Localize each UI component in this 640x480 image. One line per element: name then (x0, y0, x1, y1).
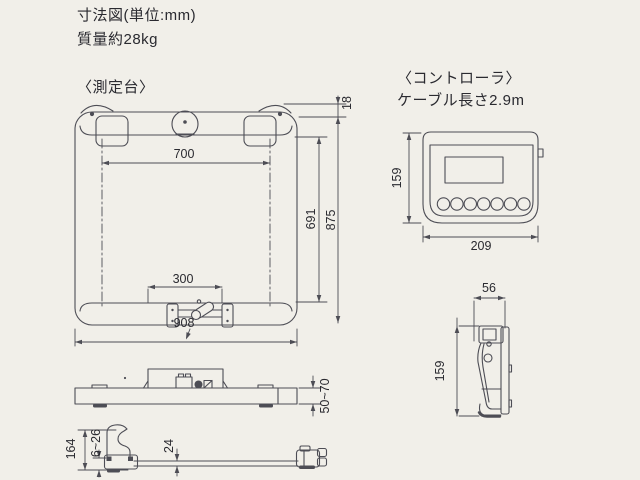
dim-ground-clearance: 6~26 (89, 428, 103, 458)
dim-pedal-unit-width: 300 (172, 272, 194, 286)
platform-front-view (74, 368, 322, 417)
platform-slab (74, 387, 298, 405)
center-pivot (171, 110, 199, 138)
mass-note: 質量約28kg (77, 31, 159, 48)
dim-inner-width: 700 (173, 147, 195, 161)
cable-connector (537, 148, 544, 158)
dim-rail-height: 18 (340, 96, 354, 110)
pedal-plate-left (166, 303, 179, 328)
controller-front-slope (477, 342, 502, 410)
rear-caster (295, 445, 328, 469)
dim-controller-side-height: 159 (433, 360, 447, 382)
dim-inner-depth: 691 (304, 208, 318, 230)
dim-controller-depth: 56 (482, 281, 496, 295)
platform-top-view (74, 104, 298, 328)
controller-front-view (402, 131, 544, 243)
platform-side-view (77, 424, 328, 478)
controller-side-view (454, 295, 513, 418)
controller-outline (422, 131, 539, 224)
controller-back-column (500, 326, 510, 415)
left-wheel-arc (80, 104, 114, 114)
platform-section-label: 〈測定台〉 (77, 79, 155, 96)
dim-controller-height: 159 (390, 167, 404, 189)
left-caster-bracket (95, 115, 129, 147)
drawing-title: 寸法図(単位:mm) (77, 7, 197, 24)
controller-buttons (436, 197, 531, 211)
pedal-plate-right (221, 303, 234, 328)
dim-platform-height: 50~70 (318, 378, 332, 414)
controller-section-label: 〈コントローラ〉 (397, 70, 522, 87)
dim-wheel-unit-height: 164 (64, 438, 78, 460)
wheel-handle (106, 424, 131, 458)
right-wheel-arc (258, 104, 292, 114)
platform-outline (74, 111, 298, 326)
dim-overall-width: 908 (173, 316, 195, 330)
controller-display (444, 156, 504, 184)
top-view-dimensions (74, 95, 347, 347)
right-caster-bracket (243, 115, 277, 147)
dim-controller-width: 209 (470, 239, 492, 253)
cable-note: ケーブル長さ2.9m (397, 92, 525, 109)
dim-overall-depth: 875 (324, 209, 338, 231)
dim-frame-thickness: 24 (162, 439, 176, 453)
